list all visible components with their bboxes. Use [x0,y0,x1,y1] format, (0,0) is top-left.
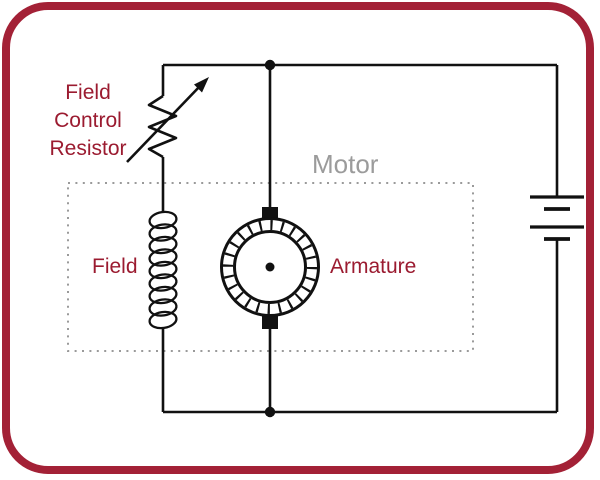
coil-loop [148,285,178,305]
armature-commutator-segments [223,220,317,314]
resistor-arrow-head [194,77,209,93]
field-coil-symbol [148,210,178,330]
coil-loop [148,223,178,242]
bottom-junction-dot [264,406,276,418]
coil-loop [148,235,178,255]
field-control-resistor-label: Field Control Resistor [49,81,127,160]
coil-loop [148,248,178,267]
motor-boundary-box [67,182,474,352]
coil-loop [148,298,178,317]
armature-top-brush [262,207,278,220]
coil-loop [148,210,178,230]
motor-label: Motor [312,149,379,179]
armature-inner-circle [233,230,307,304]
battery-symbol [530,195,584,241]
resistor-arrow-shaft [126,84,202,163]
coil-loop [148,273,178,292]
armature-bottom-brush [262,316,278,329]
top-junction-dot [264,59,276,71]
coil-loop [148,260,178,280]
armature-label: Armature [330,255,417,278]
armature-shaft-dot [265,262,275,272]
field-label: Field [92,255,138,278]
armature-outer-circle [220,217,320,317]
armature-symbol [220,207,320,329]
coil-loop [148,310,178,330]
variable-resistor-symbol [126,77,209,163]
resistor-zigzag [147,94,178,159]
